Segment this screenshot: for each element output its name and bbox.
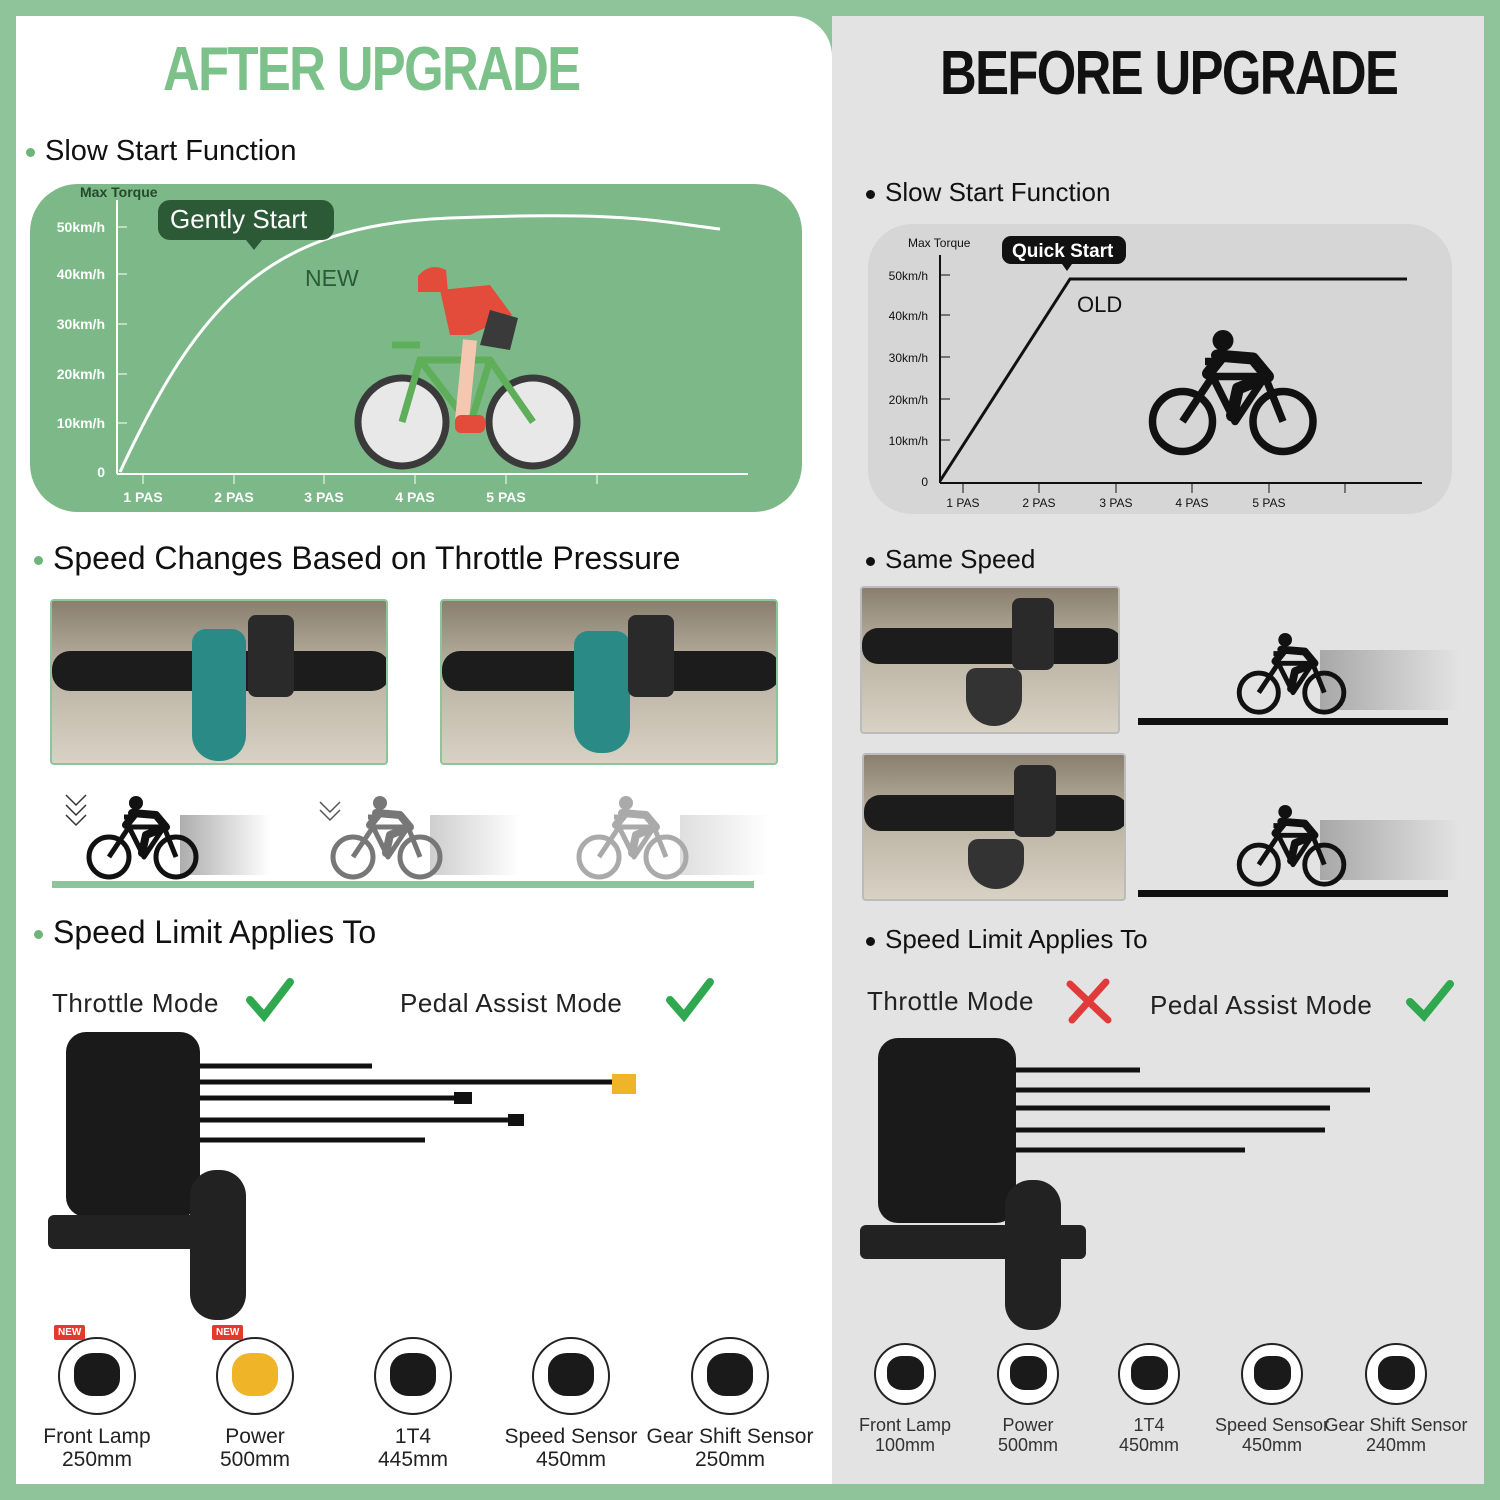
new-badge: NEW: [212, 1325, 244, 1340]
before-title: BEFORE UPGRADE: [940, 39, 1399, 108]
connector-name: Front Lamp: [858, 1415, 952, 1435]
connector-length: 250mm: [694, 1448, 766, 1471]
before-section-speed-limit: Speed Limit Applies To: [866, 924, 1148, 955]
connector-length: 500mm: [219, 1448, 291, 1471]
connector-length: 450mm: [535, 1448, 607, 1471]
connector-image: [532, 1337, 610, 1415]
connector-image: [216, 1337, 294, 1415]
connector-name: 1T4: [1133, 1415, 1165, 1435]
connector-image: [874, 1343, 936, 1405]
throttle-photo-light-press: [440, 599, 778, 765]
connector-length: 240mm: [1365, 1435, 1427, 1455]
connector-image: [997, 1343, 1059, 1405]
connector-image: [1365, 1343, 1427, 1405]
before-throttle-photo-2: [862, 753, 1126, 901]
connector-image: [58, 1337, 136, 1415]
connector-image: [691, 1337, 769, 1415]
connector-length: 445mm: [377, 1448, 449, 1471]
connector-length: 250mm: [61, 1448, 133, 1471]
before-section-slow-start: Slow Start Function: [866, 177, 1110, 208]
after-section-speed-limit: Speed Limit Applies To: [34, 914, 376, 951]
before-throttle-photo-1: [860, 586, 1120, 734]
new-chart-panel: [30, 184, 802, 512]
old-chart-panel: [868, 224, 1452, 514]
after-title: AFTER UPGRADE: [163, 35, 581, 104]
connector-name: Gear Shift Sensor: [646, 1425, 814, 1448]
connector-name: 1T4: [394, 1425, 432, 1448]
before-pedal-mode-label: Pedal Assist Mode: [1150, 990, 1373, 1020]
connector-image: [1118, 1343, 1180, 1405]
connector-name: Front Lamp: [43, 1425, 151, 1448]
connector-length: 100mm: [874, 1435, 936, 1455]
connector-image: [374, 1337, 452, 1415]
connector-name: Power: [225, 1425, 285, 1448]
connector-name: Speed Sensor: [1214, 1415, 1330, 1435]
after-section-slow-start: Slow Start Function: [26, 135, 296, 168]
before-section-same-speed: Same Speed: [866, 544, 1035, 575]
after-pedal-mode-label: Pedal Assist Mode: [400, 988, 623, 1018]
connector-name: Gear Shift Sensor: [1324, 1415, 1468, 1435]
connector-length: 450mm: [1241, 1435, 1303, 1455]
throttle-photo-full-press: [50, 599, 388, 765]
connector-name: Power: [1002, 1415, 1054, 1435]
connector-length: 450mm: [1118, 1435, 1180, 1455]
after-section-throttle: Speed Changes Based on Throttle Pressure: [34, 540, 680, 577]
connector-length: 500mm: [997, 1435, 1059, 1455]
connector-name: Speed Sensor: [504, 1425, 638, 1448]
new-badge: NEW: [54, 1325, 86, 1340]
connector-image: [1241, 1343, 1303, 1405]
after-throttle-mode-label: Throttle Mode: [52, 988, 219, 1018]
before-throttle-mode-label: Throttle Mode: [867, 986, 1034, 1016]
